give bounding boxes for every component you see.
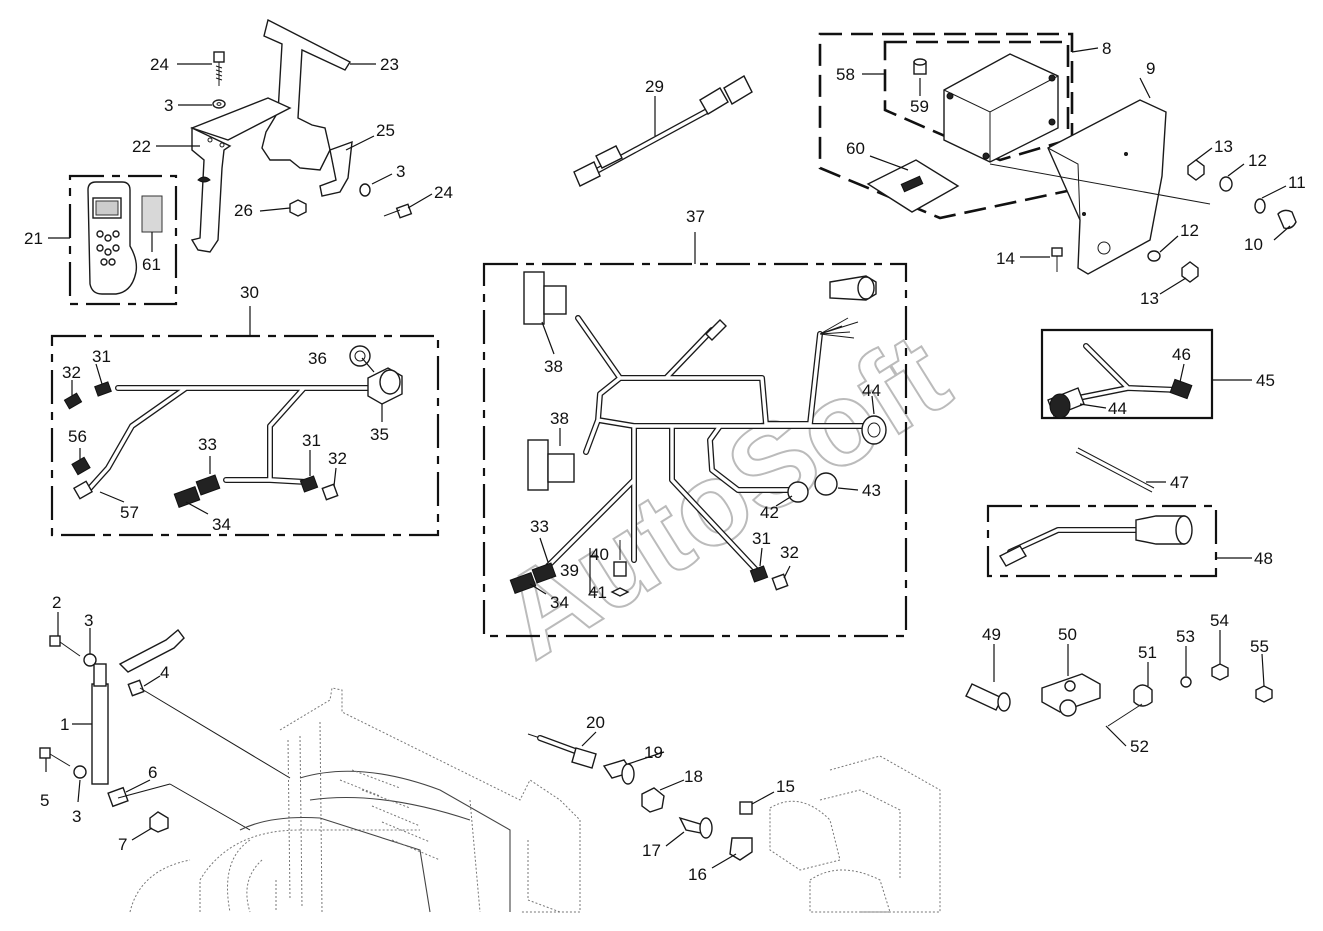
callout-36: 36 xyxy=(308,349,327,368)
callout-19: 19 xyxy=(644,743,663,762)
callout-39: 39 xyxy=(560,561,579,580)
leaders-harness30 xyxy=(71,357,383,515)
callout-43: 43 xyxy=(862,481,881,500)
callout-14: 14 xyxy=(996,249,1015,268)
callout-31: 31 xyxy=(302,431,321,450)
callout-8: 8 xyxy=(1102,39,1111,58)
callout-1: 1 xyxy=(60,715,69,734)
callout-3: 3 xyxy=(396,162,405,181)
callout-61: 61 xyxy=(142,255,161,274)
callout-24: 24 xyxy=(434,183,453,202)
callout-32: 32 xyxy=(328,449,347,468)
leaders-topright xyxy=(862,47,1291,295)
callout-37: 37 xyxy=(686,207,705,226)
cable-29 xyxy=(573,75,753,187)
callout-3: 3 xyxy=(164,96,173,115)
callout-21: 21 xyxy=(24,229,43,248)
sensor-fittings xyxy=(527,731,775,869)
callout-16: 16 xyxy=(688,865,707,884)
callout-40: 40 xyxy=(590,545,609,564)
callout-46: 46 xyxy=(1172,345,1191,364)
callout-44: 44 xyxy=(1108,399,1127,418)
callout-45: 45 xyxy=(1256,371,1275,390)
callout-34: 34 xyxy=(550,593,569,612)
callout-24: 24 xyxy=(150,55,169,74)
harness-48 xyxy=(986,504,1252,578)
callout-38: 38 xyxy=(544,357,563,376)
callout-47: 47 xyxy=(1170,473,1189,492)
callout-25: 25 xyxy=(376,121,395,140)
callout-53: 53 xyxy=(1176,627,1195,646)
callout-54: 54 xyxy=(1210,611,1229,630)
callout-12: 12 xyxy=(1180,221,1199,240)
callout-58: 58 xyxy=(836,65,855,84)
callout-31: 31 xyxy=(752,529,771,548)
callout-55: 55 xyxy=(1250,637,1269,656)
callout-60: 60 xyxy=(846,139,865,158)
callout-31: 31 xyxy=(92,347,111,366)
fittings-group xyxy=(965,630,1273,747)
cable-tie-47 xyxy=(1075,447,1166,493)
callout-33: 33 xyxy=(198,435,217,454)
callout-51: 51 xyxy=(1138,643,1157,662)
callout-10: 10 xyxy=(1244,235,1263,254)
harness-45 xyxy=(1040,328,1252,420)
harness-37 xyxy=(482,232,908,638)
leaders-topleft xyxy=(156,63,433,212)
callout-13: 13 xyxy=(1214,137,1233,156)
callout-57: 57 xyxy=(120,503,139,522)
callout-33: 33 xyxy=(530,517,549,536)
callout-11: 11 xyxy=(1288,173,1306,192)
callout-56: 56 xyxy=(68,427,87,446)
bracket-assembly xyxy=(189,18,413,253)
handheld-terminal-group xyxy=(48,174,178,306)
callout-50: 50 xyxy=(1058,625,1077,644)
callout-7: 7 xyxy=(118,835,127,854)
leaders-harness37 xyxy=(529,321,875,595)
cylinder-group xyxy=(39,612,291,841)
callout-20: 20 xyxy=(586,713,605,732)
callout-34: 34 xyxy=(212,515,231,534)
callout-42: 42 xyxy=(760,503,779,522)
callout-4: 4 xyxy=(160,663,169,682)
callout-35: 35 xyxy=(370,425,389,444)
callout-32: 32 xyxy=(62,363,81,382)
callout-44: 44 xyxy=(862,381,881,400)
callout-6: 6 xyxy=(148,763,157,782)
callout-18: 18 xyxy=(684,767,703,786)
callout-48: 48 xyxy=(1254,549,1273,568)
callout-2: 2 xyxy=(52,593,61,612)
callout-5: 5 xyxy=(40,791,49,810)
callout-17: 17 xyxy=(642,841,661,860)
callout-3: 3 xyxy=(72,807,81,826)
callout-12: 12 xyxy=(1248,151,1267,170)
callout-32: 32 xyxy=(780,543,799,562)
control-module-group xyxy=(818,32,1297,283)
callout-13: 13 xyxy=(1140,289,1159,308)
harness-30 xyxy=(50,306,440,537)
callout-30: 30 xyxy=(240,283,259,302)
callout-22: 22 xyxy=(132,137,151,156)
callout-52: 52 xyxy=(1130,737,1149,756)
callout-59: 59 xyxy=(910,97,929,116)
callout-23: 23 xyxy=(380,55,399,74)
callout-3: 3 xyxy=(84,611,93,630)
machine-outline xyxy=(129,687,941,913)
callout-9: 9 xyxy=(1146,59,1155,78)
callout-15: 15 xyxy=(776,777,795,796)
callout-29: 29 xyxy=(645,77,664,96)
callout-41: 41 xyxy=(588,583,607,602)
callout-38: 38 xyxy=(550,409,569,428)
callout-labels: 24 23 3 22 25 3 24 26 21 61 29 58 8 9 59… xyxy=(24,39,1306,884)
callout-26: 26 xyxy=(234,201,253,220)
callout-49: 49 xyxy=(982,625,1001,644)
